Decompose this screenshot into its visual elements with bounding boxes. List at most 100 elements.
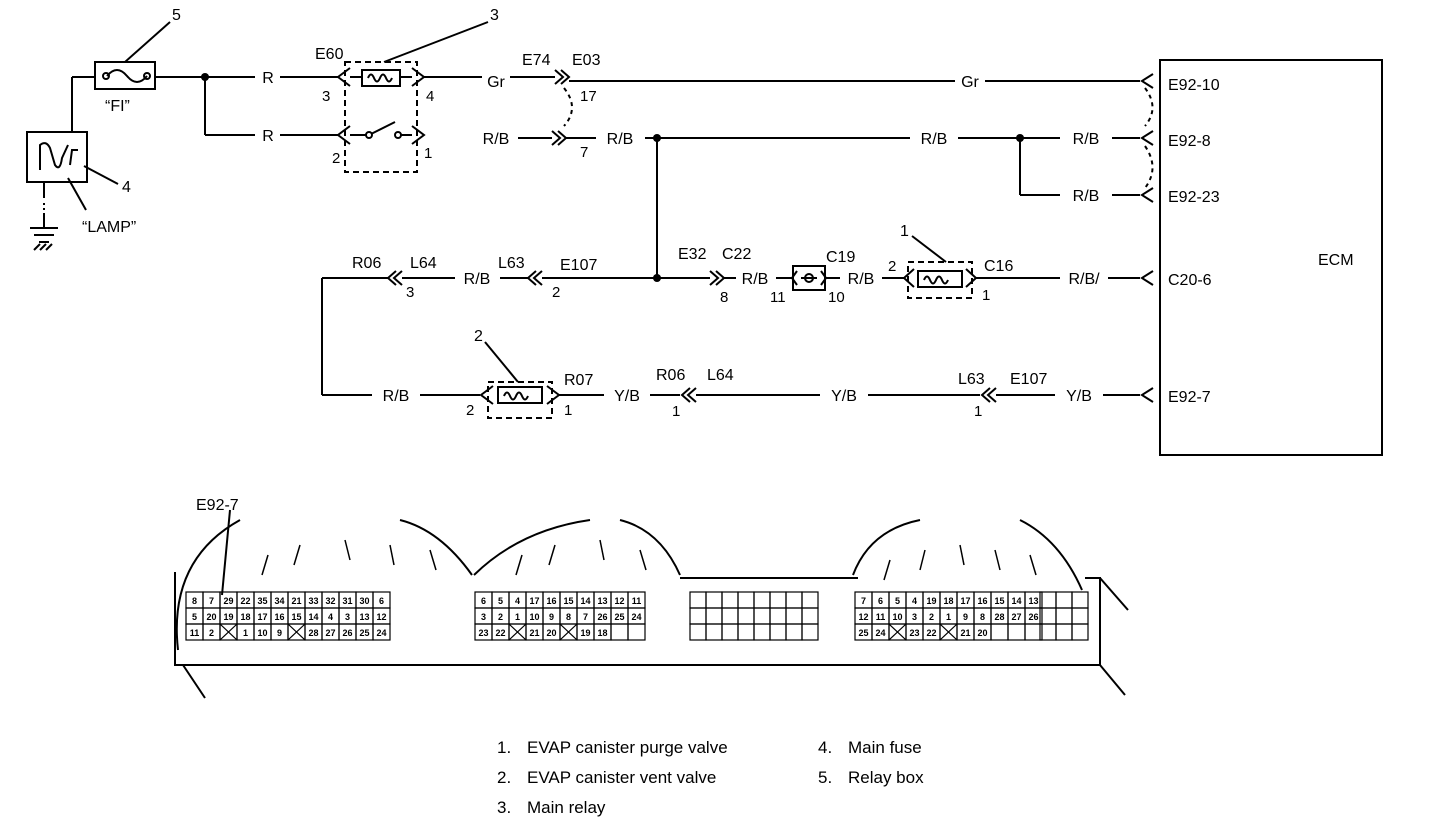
legend-item-5-text: Relay box (848, 768, 924, 787)
connector-l63-bottom: L63 (958, 371, 985, 388)
terminal-cavity-number: 9 (963, 612, 968, 622)
terminal-cavity-number: 30 (359, 596, 369, 606)
connector-e32: E32 (678, 246, 707, 263)
c19-joint-connector (790, 265, 828, 291)
terminal-cavity-number: 2 (209, 628, 214, 638)
terminal-cavity-number: 21 (960, 628, 970, 638)
connector-e74: E74 (522, 52, 551, 69)
connector-l63-top: L63 (498, 255, 525, 272)
terminal-cavity-number: 20 (977, 628, 987, 638)
terminal-cavity-number: 4 (328, 612, 333, 622)
connector-l64-top: L64 (410, 255, 437, 272)
terminal-cavity-number: 28 (994, 612, 1004, 622)
terminal-cavity (769, 591, 787, 609)
legend-item-4-text: Main fuse (848, 738, 922, 757)
terminal-cavity-number: 22 (495, 628, 505, 638)
terminal-cavity-number: 8 (566, 612, 571, 622)
terminal-cavity-number: 16 (977, 596, 987, 606)
terminal-cavity-number: 18 (597, 628, 607, 638)
pin-relay-2: 2 (332, 150, 340, 167)
connector-e107-top: E107 (560, 257, 597, 274)
terminal-cavity (1071, 591, 1089, 609)
pin-numbers: 3 4 2 1 17 7 3 2 8 11 10 2 1 2 1 1 1 (322, 88, 990, 420)
terminal-cavity-number: 26 (1028, 612, 1038, 622)
terminal-cavity-number: 35 (257, 596, 267, 606)
ecm-terminal-e92-10: E92-10 (1168, 77, 1220, 94)
wire-rb-e92-23: R/B (1073, 188, 1100, 205)
evap-canister-vent-valve (479, 381, 561, 419)
terminal-cavity-number: 5 (895, 596, 900, 606)
pin-c16-1: 1 (982, 287, 990, 304)
terminal-cavity-number: 6 (379, 596, 384, 606)
terminal-cavity-number: 10 (529, 612, 539, 622)
terminal-cavity-number: 12 (614, 596, 624, 606)
terminal-cavity-number: 18 (943, 596, 953, 606)
legend-item-1-text: EVAP canister purge valve (527, 738, 728, 757)
pin-e107-2: 2 (552, 284, 560, 301)
terminal-cavity-number: 14 (1011, 596, 1021, 606)
connector-e107-bottom: E107 (1010, 371, 1047, 388)
ecm-box (1159, 59, 1383, 456)
terminal-cavity-number: 31 (342, 596, 352, 606)
terminal-cavity-number: 21 (291, 596, 301, 606)
legend-item-1: 1. EVAP canister purge valve (497, 738, 728, 758)
terminal-cavity-number: 29 (223, 596, 233, 606)
terminal-cavity-number: 17 (529, 596, 539, 606)
terminal-cavity-number: 9 (549, 612, 554, 622)
terminal-cavity-number: 26 (342, 628, 352, 638)
pin-vent-2: 2 (466, 402, 474, 419)
terminal-cavity (801, 623, 819, 641)
terminal-cavity (801, 607, 819, 625)
wire-yb-ecm: Y/B (1066, 388, 1092, 405)
terminal-cavity-number: 1 (946, 612, 951, 622)
wire-rb-mid: R/B (607, 131, 634, 148)
wire-r-top: R (262, 70, 274, 87)
terminal-cavity (1071, 607, 1089, 625)
terminal-cavity (721, 607, 739, 625)
terminal-cavity-number: 13 (1028, 596, 1038, 606)
terminal-cavity-number: 3 (481, 612, 486, 622)
terminal-cavity (737, 607, 755, 625)
wire-labels: R R Gr Gr R/B R/B R/B R/B R/B R/B R/B R/… (262, 70, 1100, 405)
terminal-cavity (705, 623, 723, 641)
wire-rb-lower: R/B (383, 388, 410, 405)
terminal-cavity-number: 14 (580, 596, 590, 606)
pin-e03-17: 17 (580, 88, 597, 105)
terminal-cavity-number: 28 (308, 628, 318, 638)
terminal-cavity (737, 623, 755, 641)
terminal-cavity (721, 591, 739, 609)
connector-r06-bottom: R06 (656, 367, 685, 384)
terminal-cavity-number: 19 (223, 612, 233, 622)
callout-2: 2 (474, 328, 483, 345)
terminal-cavity-number: 22 (240, 596, 250, 606)
terminal-cavity-number: 15 (291, 612, 301, 622)
wire-yb-r07: Y/B (614, 388, 640, 405)
terminal-cavity-number: 34 (274, 596, 284, 606)
terminal-cavity-number: 3 (345, 612, 350, 622)
terminal-cavity (689, 591, 707, 609)
legend-item-5: 5.Relay box (818, 768, 924, 788)
terminal-cavity (785, 607, 803, 625)
pin-c19-11: 11 (770, 289, 786, 306)
pin-vent-1: 1 (564, 402, 572, 419)
terminal-cavity (753, 591, 771, 609)
connector-c19: C19 (826, 249, 855, 266)
empty-cavity-mark (939, 623, 958, 641)
terminal-cavity-number: 16 (274, 612, 284, 622)
legend-item-3: 3.Main relay (497, 798, 605, 818)
terminal-cavity-number: 24 (631, 612, 641, 622)
terminal-cavity-number: 10 (257, 628, 267, 638)
terminal-cavity-number: 17 (960, 596, 970, 606)
empty-cavity-mark (888, 623, 907, 641)
terminal-cavity-number: 2 (929, 612, 934, 622)
legend-item-4-num: 4. (818, 738, 833, 757)
terminal-cavity (1055, 623, 1073, 641)
terminal-cavity (1055, 591, 1073, 609)
terminal-cavity (610, 623, 629, 641)
pin-c22-8: 8 (720, 289, 728, 306)
callout-1: 1 (900, 223, 909, 240)
terminal-cavity-number: 6 (481, 596, 486, 606)
terminal-cavity-number: 6 (878, 596, 883, 606)
ecm-terminal-e92-23: E92-23 (1168, 189, 1220, 206)
legend-item-1-num: 1. (497, 738, 512, 757)
